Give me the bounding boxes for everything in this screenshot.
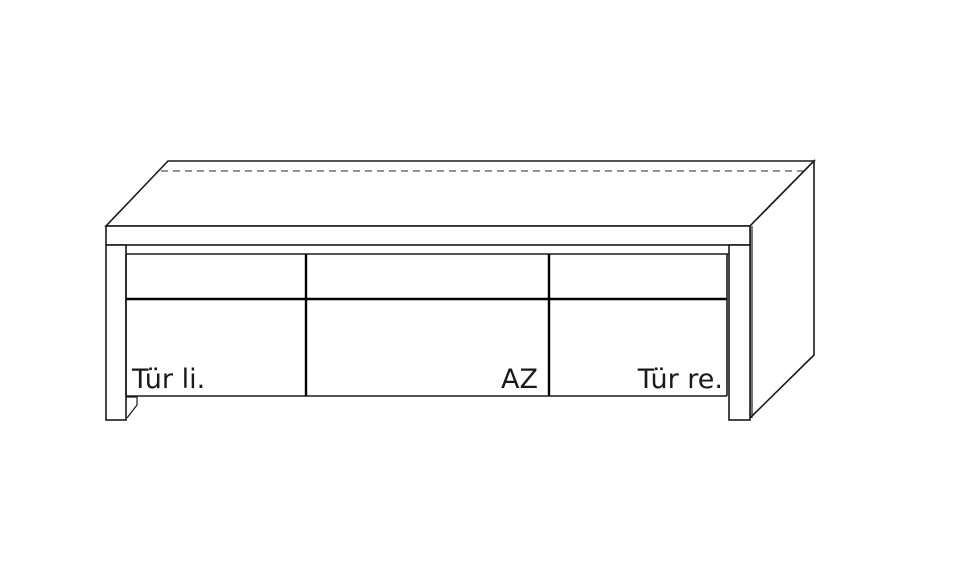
label-door-right: Tür re. xyxy=(637,364,723,395)
drawer-left[interactable] xyxy=(127,255,305,298)
top-front-edge xyxy=(105,225,751,246)
left-foot-detail xyxy=(126,396,138,419)
left-side-leg xyxy=(105,244,127,421)
top-surface xyxy=(104,160,816,227)
right-side-leg xyxy=(728,244,751,421)
front-frame xyxy=(125,254,728,397)
drawer-right[interactable] xyxy=(550,255,726,298)
label-center-az: AZ xyxy=(501,364,538,395)
label-door-left: Tür li. xyxy=(131,364,205,395)
drawer-center[interactable] xyxy=(307,255,548,298)
